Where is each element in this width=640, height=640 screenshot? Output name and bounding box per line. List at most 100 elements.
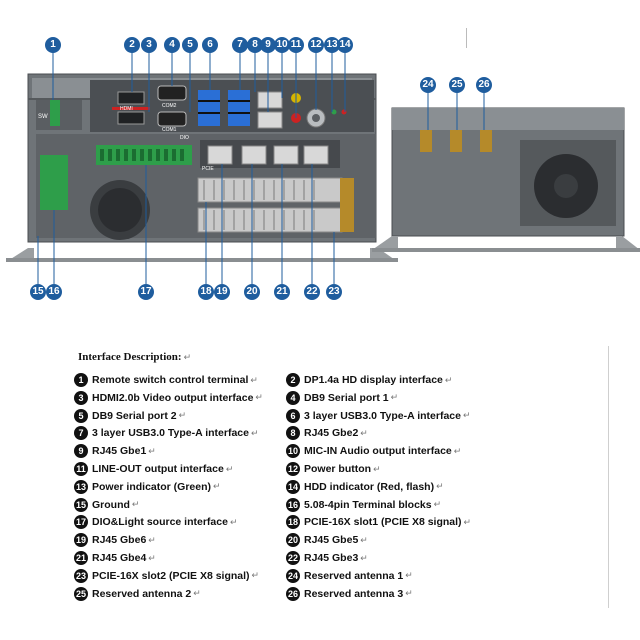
item-text: 3 layer USB3.0 Type-A interface: [92, 427, 249, 440]
return-mark: ↵: [178, 410, 187, 421]
item-number-badge: 10: [286, 444, 300, 459]
callout-8: 8: [247, 37, 263, 53]
item-text: RJ45 Gbe3: [304, 552, 359, 564]
item-number-badge: 1: [74, 373, 88, 387]
item-text: 5.08-4pin Terminal blocks: [304, 498, 432, 511]
item-number-badge: 18: [286, 515, 300, 530]
item-text: RJ45 Gbe2: [304, 427, 359, 440]
item-text: HDMI2.0b Video output interface: [92, 391, 254, 404]
divider-line: [608, 346, 609, 608]
callout-14: 14: [337, 37, 353, 53]
item-number-badge: 14: [286, 479, 300, 494]
item-text: Reserved antenna 2: [92, 587, 192, 600]
callout-16: 16: [46, 284, 62, 300]
item-number-badge: 20: [286, 533, 300, 548]
callout-24: 24: [420, 77, 436, 93]
callout-3: 3: [141, 37, 157, 53]
item-text: PCIE-16X slot2 (PCIE X8 signal): [92, 569, 250, 582]
return-mark: ↵: [436, 481, 444, 492]
item-number-badge: 6: [286, 408, 300, 423]
callout-23: 23: [326, 284, 342, 300]
item-text: Reserved antenna 1: [304, 569, 404, 582]
callout-11: 11: [288, 37, 304, 53]
return-mark: ↵: [462, 410, 471, 421]
side-panel-chassis: [372, 107, 640, 252]
description-title: Interface Description:↵: [78, 351, 192, 363]
remote-switch-terminal: [50, 100, 60, 126]
item-number-badge: 12: [286, 462, 300, 476]
label-hdmi: HDMI: [120, 106, 133, 112]
item-number-badge: 21: [74, 551, 88, 565]
item-text: RJ45 Gbe5: [304, 534, 359, 547]
item-number-badge: 13: [74, 479, 88, 494]
return-mark: ↵: [444, 374, 453, 385]
front-panel-chassis: [6, 73, 398, 262]
callout-12: 12: [308, 37, 324, 53]
item-text: Reserved antenna 3: [304, 587, 404, 600]
item-text: RJ45 Gbe6: [92, 534, 147, 547]
callout-18: 18: [198, 284, 214, 300]
return-mark: ↵: [390, 392, 399, 403]
callout-26: 26: [476, 77, 492, 93]
callout-13: 13: [324, 37, 340, 53]
item-number-badge: 26: [286, 586, 300, 601]
callout-5: 5: [182, 37, 198, 53]
item-number-badge: 22: [286, 551, 300, 565]
item-text: LINE-OUT output interface: [92, 463, 224, 475]
callout-6: 6: [202, 37, 218, 53]
product-figure: [6, 52, 640, 284]
item-number-badge: 25: [74, 586, 88, 601]
label-dio: DIO: [180, 135, 189, 141]
leader-lines: [37, 52, 485, 284]
callout-19: 19: [214, 284, 230, 300]
return-mark: ↵: [131, 499, 140, 510]
item-text: MIC-IN Audio output interface: [304, 445, 452, 458]
callout-25: 25: [449, 77, 465, 93]
return-mark: ↵: [229, 516, 238, 527]
callout-17: 17: [138, 284, 154, 300]
item-number-badge: 17: [74, 515, 88, 530]
callout-1: 1: [45, 37, 61, 53]
item-text: 3 layer USB3.0 Type-A interface: [304, 409, 461, 422]
item-number-badge: 15: [74, 497, 88, 512]
item-text: DB9 Serial port 2: [92, 409, 177, 422]
item-number-badge: 23: [74, 568, 88, 583]
description-item: 25 Reserved antenna 2↵: [74, 586, 201, 602]
return-mark: ↵: [193, 588, 201, 599]
return-mark: ↵: [225, 463, 234, 474]
return-mark: ↵: [405, 570, 413, 581]
return-mark: ↵: [250, 374, 258, 385]
item-text: RJ45 Gbe4: [92, 552, 147, 564]
item-text: Remote switch control terminal: [92, 374, 249, 386]
return-mark: ↵: [148, 552, 156, 563]
callout-9: 9: [260, 37, 276, 53]
item-number-badge: 8: [286, 426, 300, 441]
return-mark: ↵: [453, 445, 462, 456]
return-mark: ↵: [148, 534, 156, 545]
item-text: Ground: [92, 498, 130, 511]
callout-22: 22: [304, 284, 320, 300]
return-mark: ↵: [255, 392, 263, 403]
return-mark: ↵: [433, 499, 442, 510]
return-mark: ↵: [463, 516, 472, 527]
return-mark: ↵: [360, 427, 368, 438]
return-mark: ↵: [251, 570, 260, 581]
callout-2: 2: [124, 37, 140, 53]
callout-21: 21: [274, 284, 290, 300]
callout-20: 20: [244, 284, 260, 300]
item-text: DB9 Serial port 1: [304, 391, 389, 404]
